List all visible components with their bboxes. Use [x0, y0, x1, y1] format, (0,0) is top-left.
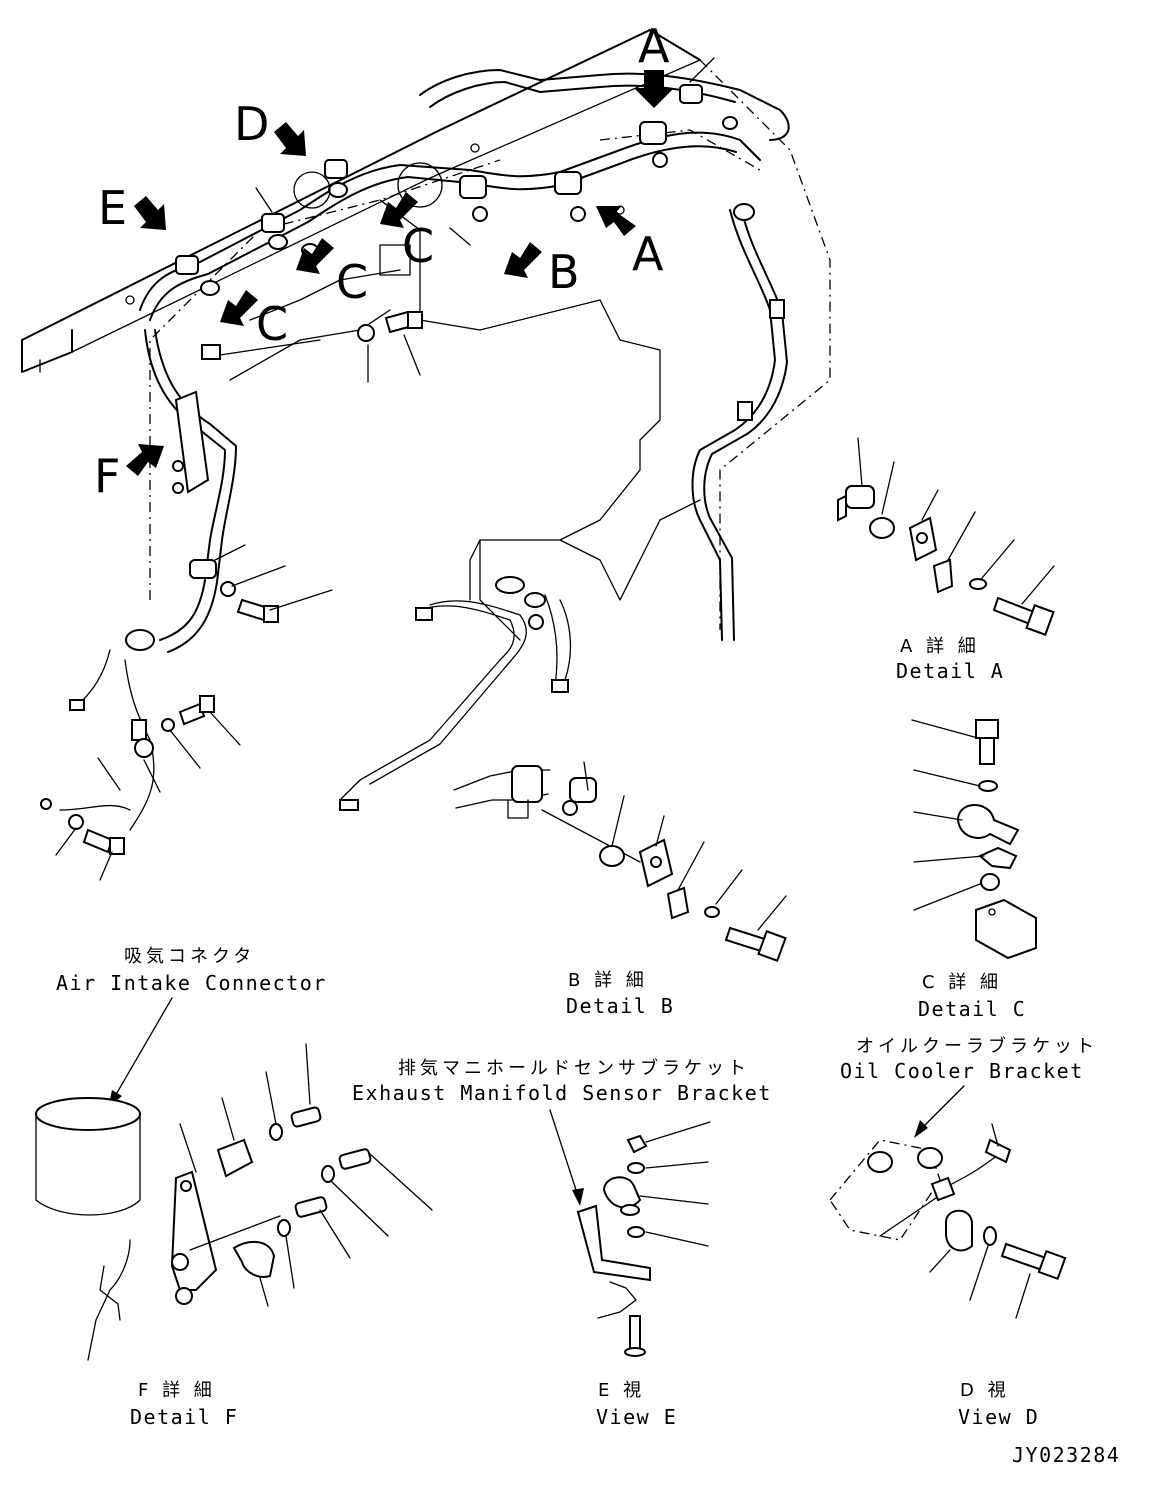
- detail-c-parts: [911, 719, 1037, 960]
- air-intake-label-en: Air Intake Connector: [56, 971, 327, 995]
- exhaust-label-en: Exhaust Manifold Sensor Bracket: [352, 1081, 772, 1105]
- letter-f: F: [94, 449, 120, 503]
- letter-c-mid: C: [336, 255, 368, 309]
- air-intake-label-jp: 吸気コネクタ: [124, 946, 255, 967]
- detail-a-caption-jp: A 詳 細: [900, 636, 980, 657]
- letter-c-left: C: [256, 297, 288, 351]
- view-e-parts: [576, 1121, 711, 1357]
- exhaust-label-jp: 排気マニホールドセンサブラケット: [398, 1057, 750, 1079]
- letter-d: D: [234, 97, 269, 151]
- arrow-c-left: [220, 290, 258, 326]
- arrow-c-mid: [296, 238, 334, 274]
- arrow-b: [504, 242, 542, 278]
- view-d-caption-en: View D: [958, 1405, 1039, 1429]
- oil-cooler-label-en: Oil Cooler Bracket: [840, 1059, 1084, 1083]
- arrow-a-top: [634, 70, 674, 108]
- engine-bracket-frame: [21, 29, 831, 641]
- arrow-e: [134, 196, 166, 230]
- drawing-code: JY023284: [1012, 1443, 1120, 1467]
- detail-c-caption-jp: C 詳 細: [922, 972, 1002, 993]
- letter-a-top: A: [638, 19, 670, 73]
- view-e-caption-en: View E: [596, 1405, 677, 1429]
- arrow-c-top: [380, 192, 418, 228]
- arrow-a-right: [596, 206, 636, 236]
- detail-a-parts: [837, 437, 1055, 636]
- view-d-parts: [829, 1123, 1067, 1319]
- callout-arrows: [126, 70, 674, 476]
- detail-f-caption-jp: F 詳 細: [138, 1380, 216, 1401]
- detail-f-caption-en: Detail F: [130, 1405, 238, 1429]
- detail-c-caption-en: Detail C: [918, 997, 1026, 1021]
- oil-cooler-label-jp: オイルクーラブラケット: [856, 1035, 1098, 1057]
- detail-b-caption-en: Detail B: [566, 994, 674, 1018]
- view-e-caption-jp: E 視: [598, 1380, 645, 1401]
- letter-c-top: C: [402, 219, 434, 273]
- main-leader-lines: [55, 57, 715, 881]
- callout-letters: A D E C C C B A F: [94, 19, 670, 503]
- letter-b: B: [548, 245, 580, 299]
- detail-b-caption-jp: B 詳 細: [568, 970, 648, 991]
- letter-e: E: [98, 181, 127, 235]
- letter-a-right: A: [632, 227, 664, 281]
- arrow-f: [126, 444, 164, 476]
- view-d-caption-jp: D 視: [960, 1380, 1010, 1401]
- detail-b-parts: [453, 761, 787, 962]
- detail-a-caption-en: Detail A: [896, 659, 1004, 683]
- detail-f-parts: [35, 1043, 433, 1361]
- arrow-d: [274, 122, 306, 156]
